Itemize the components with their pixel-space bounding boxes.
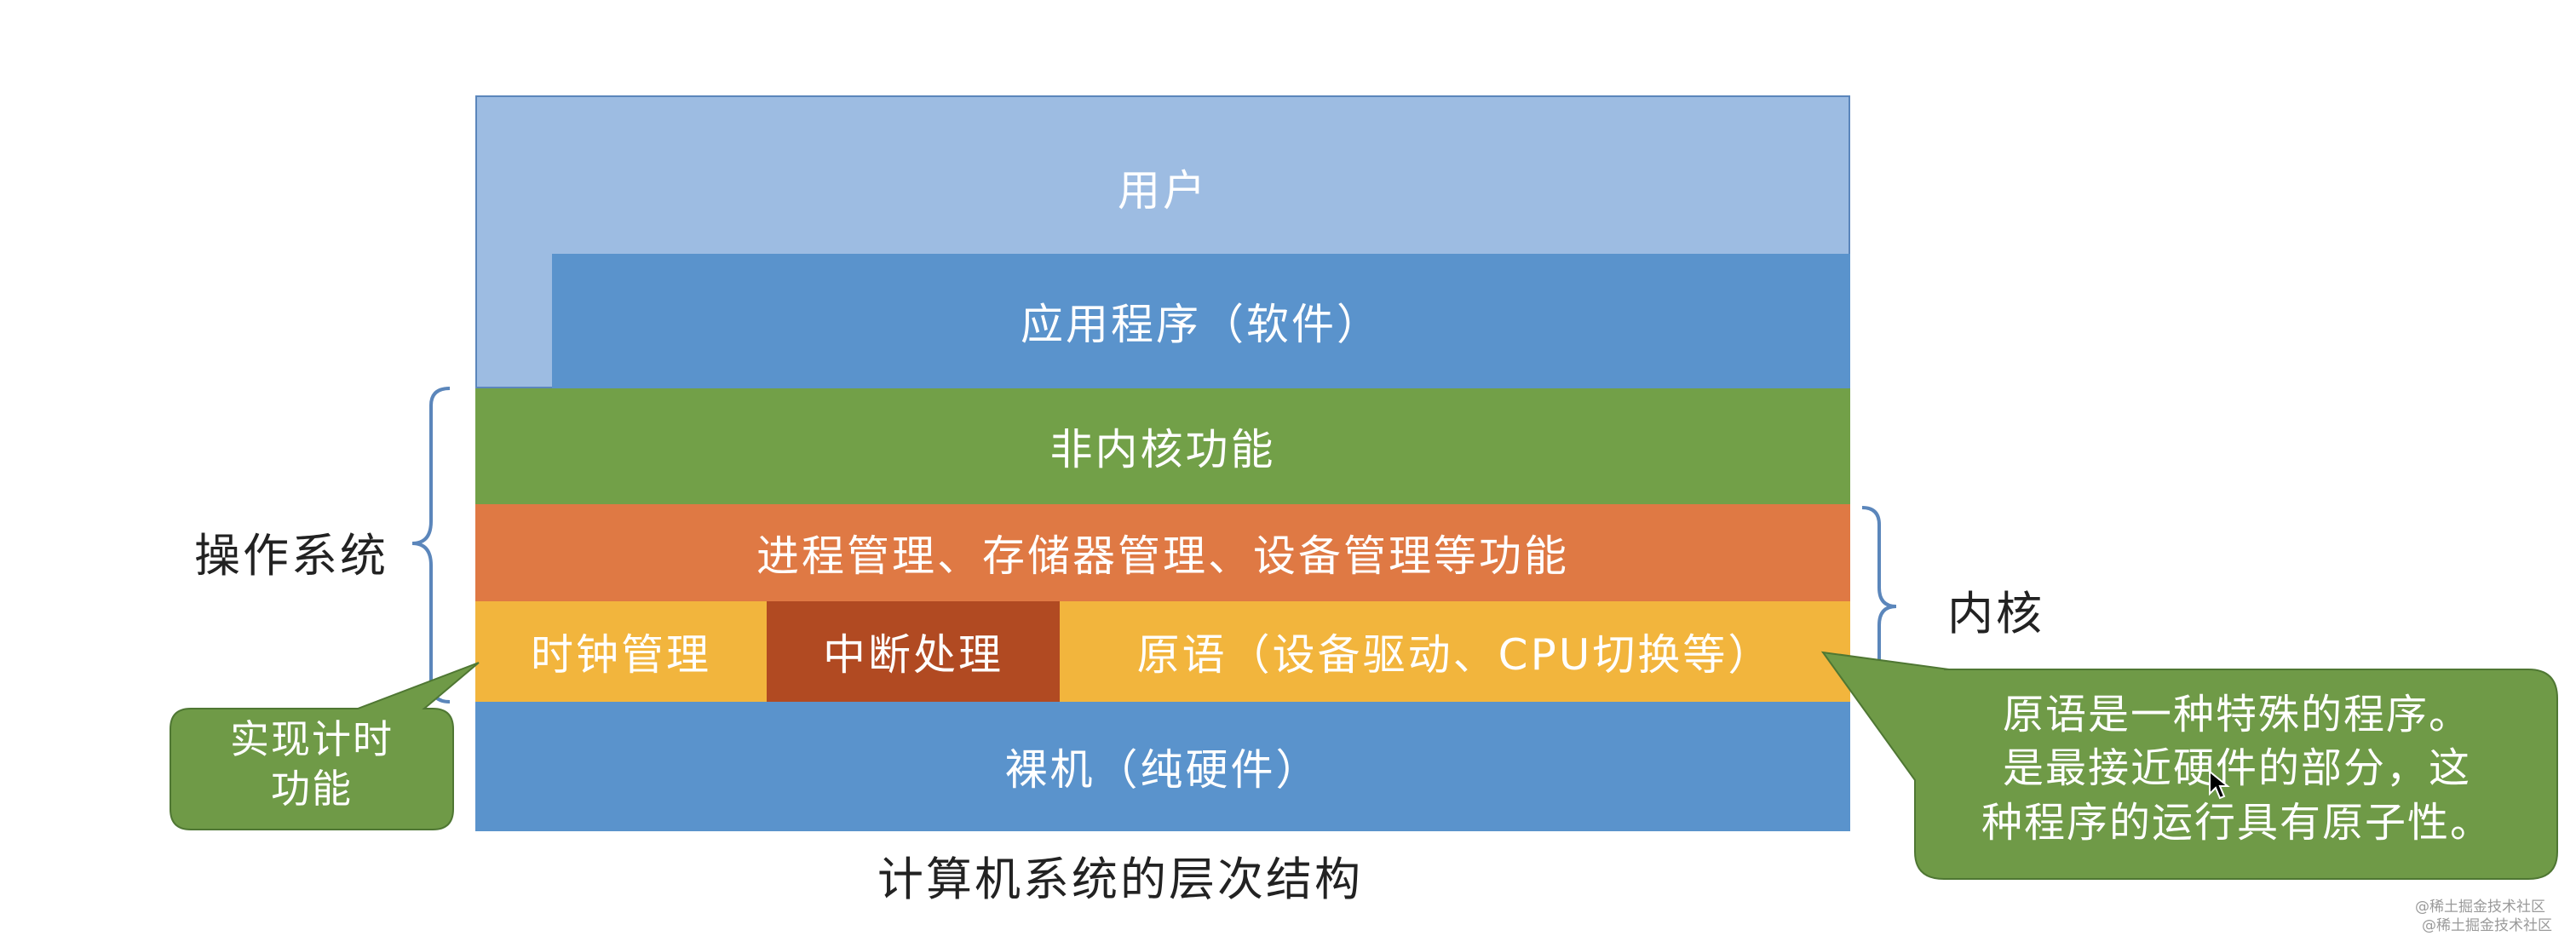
primitive-cell: 原语（设备驱动、CPU切换等）	[1060, 601, 1850, 702]
clock-callout-line-1: 实现计时	[230, 716, 394, 762]
clock-management-cell: 时钟管理	[475, 601, 767, 702]
primitive-callout-line-2: 是最接近硬件的部分，这	[2002, 744, 2471, 793]
management-layer: 进程管理、存储器管理、设备管理等功能	[475, 504, 1850, 601]
clock-management-label: 时钟管理	[531, 630, 711, 680]
cursor-icon	[2209, 770, 2230, 800]
management-layer-label: 进程管理、存储器管理、设备管理等功能	[756, 531, 1569, 581]
interrupt-handling-cell: 中断处理	[767, 601, 1060, 702]
clock-callout-line-2: 功能	[271, 765, 353, 812]
diagram-caption: 计算机系统的层次结构	[877, 853, 1363, 906]
hardware-layer-label: 裸机（纯硬件）	[1004, 745, 1321, 795]
non-kernel-layer: 非内核功能	[475, 388, 1850, 504]
interrupt-handling-label: 中断处理	[823, 630, 1003, 680]
os-label: 操作系统	[194, 529, 388, 583]
clock-callout-text: 实现计时 功能	[170, 715, 453, 813]
primitive-callout-line-1: 原语是一种特殊的程序。	[2002, 691, 2471, 738]
user-layer-label: 用户	[1118, 166, 1208, 215]
non-kernel-layer-label: 非内核功能	[1049, 425, 1276, 474]
watermark-2: @稀土掘金技术社区	[2422, 917, 2552, 934]
application-layer-label: 应用程序（软件）	[1021, 300, 1382, 349]
clock-callout-bubble	[170, 662, 480, 830]
kernel-label: 内核	[1947, 587, 2044, 640]
primitive-callout-line-3: 种程序的运行具有原子性。	[1981, 798, 2493, 847]
os-brace	[411, 387, 451, 703]
watermark-1: @稀土掘金技术社区	[2415, 899, 2545, 916]
primitive-label: 原语（设备驱动、CPU切换等）	[1136, 630, 1774, 680]
application-layer: 应用程序（软件）	[552, 254, 1850, 388]
hardware-layer: 裸机（纯硬件）	[475, 702, 1850, 831]
primitive-callout-text: 原语是一种特殊的程序。 是最接近硬件的部分，这 种程序的运行具有原子性。	[1918, 688, 2556, 850]
primitive-callout-bubble	[1820, 651, 2558, 880]
